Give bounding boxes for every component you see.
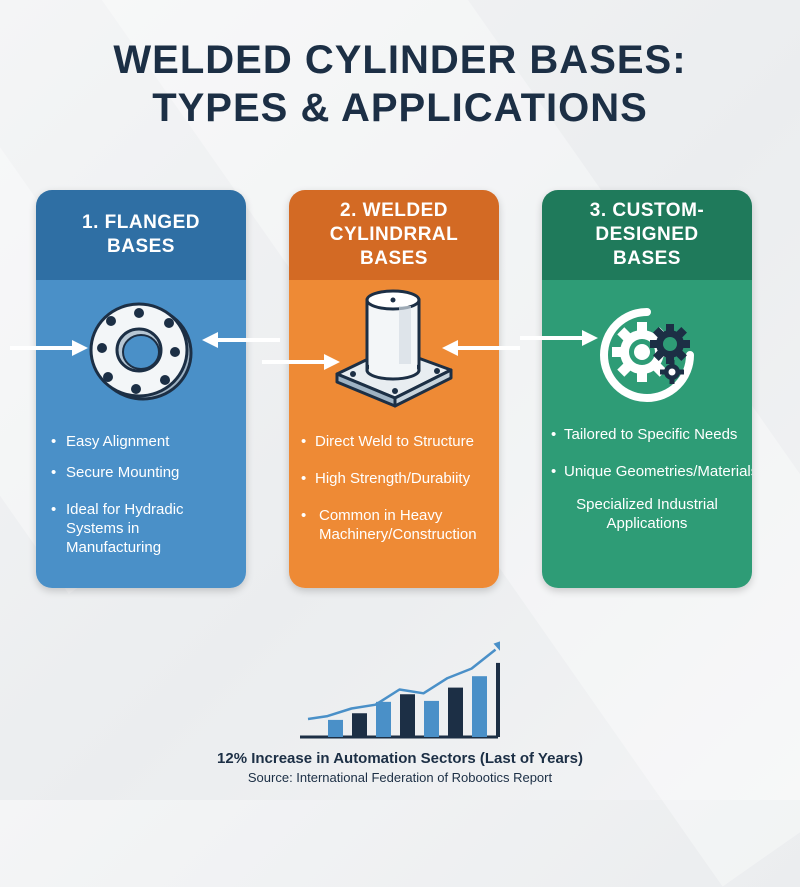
card-header: 2. WELDED CYLINDRRAL BASES xyxy=(289,190,499,280)
list-item: •High Strength/Durabiity xyxy=(301,470,471,487)
title-line-2: TYPES & APPLICATIONS xyxy=(152,86,648,130)
feature-list: •Tailored to Specific Needs •Unique Geom… xyxy=(542,425,752,493)
list-item: •Tailored to Specific Needs xyxy=(551,426,738,443)
list-item: •Easy Alignment xyxy=(51,433,170,450)
chart-title: 12% Increase in Automation Sectors (Last… xyxy=(217,750,583,767)
card-title-line: DESIGNED xyxy=(595,224,699,245)
chart-bar xyxy=(400,694,415,737)
bullet-text: Secure Mounting xyxy=(66,464,180,481)
bullet-text: Tailored to Specific Needs xyxy=(564,426,738,443)
card-title-line: CYLINDRRAL xyxy=(329,224,459,245)
feature-list: •Easy Alignment •Secure Mounting •Ideal … xyxy=(36,432,246,569)
list-item: •Direct Weld to Structure xyxy=(301,433,474,450)
card-title-line: BASES xyxy=(360,248,428,269)
gears-icon xyxy=(542,300,752,410)
chart-bar xyxy=(352,713,367,737)
arrow-left-icon xyxy=(200,330,280,350)
cylinder-on-plate-icon xyxy=(289,286,499,408)
list-item: •Common in Heavy Machinery/Construction xyxy=(301,507,477,543)
card-header: 3. CUSTOM- DESIGNED BASES xyxy=(542,190,752,280)
list-item: •Secure Mounting xyxy=(51,464,180,481)
feature-list: •Direct Weld to Structure •High Strength… xyxy=(289,432,499,556)
bullet-text: Ideal for Hydradic Systems in Manufactur… xyxy=(66,501,184,556)
arrow-right-icon xyxy=(262,352,342,372)
list-item: •Ideal for Hydradic Systems in Manufactu… xyxy=(51,501,184,556)
chart-bar xyxy=(424,700,439,737)
arrow-left-icon xyxy=(440,338,520,358)
card-header: 1. FLANGED BASES xyxy=(36,190,246,280)
bullet-text: Unique Geometries/Materials xyxy=(564,463,752,480)
chart-source: Source: International Federation of Robo… xyxy=(247,770,553,785)
list-item: •Unique Geometries/Materials xyxy=(542,462,752,481)
growth-chart xyxy=(300,615,511,746)
card-welded-cylindrical-bases: 2. WELDED CYLINDRRAL BASES xyxy=(289,190,499,588)
bar-chart xyxy=(300,639,511,739)
chart-bar xyxy=(496,662,511,737)
card-body: •Easy Alignment •Secure Mounting •Ideal … xyxy=(36,280,246,588)
card-body: •Tailored to Specific Needs •Unique Geom… xyxy=(542,280,752,588)
card-title-line: BASES xyxy=(613,248,681,269)
card-flanged-bases: 1. FLANGED BASES •Easy Alignment • xyxy=(36,190,246,588)
card-custom-designed-bases: 3. CUSTOM- DESIGNED BASES xyxy=(542,190,752,588)
chart-bar xyxy=(376,701,391,737)
arrow-right-icon xyxy=(520,328,600,348)
title-line-1: WELDED CYLINDER BASES: xyxy=(113,38,687,82)
chart-bar xyxy=(448,687,463,737)
bullet-text: Easy Alignment xyxy=(66,433,170,450)
card-note: Specialized Industrial Applications xyxy=(576,496,718,532)
arrow-right-icon xyxy=(10,338,90,358)
card-title-line: 1. FLANGED xyxy=(82,212,200,233)
chart-bar xyxy=(472,676,487,737)
flange-ring-icon xyxy=(36,296,246,406)
bullet-text: Common in Heavy Machinery/Construction xyxy=(319,507,477,543)
card-title-line: 3. CUSTOM- xyxy=(589,200,705,221)
page-title: WELDED CYLINDER BASES: TYPES & APPLICATI… xyxy=(0,36,800,132)
card-title-line: BASES xyxy=(107,236,175,257)
bullet-text: Direct Weld to Structure xyxy=(315,433,474,450)
card-title-line: 2. WELDED xyxy=(340,200,448,221)
bullet-text: High Strength/Durabiity xyxy=(315,470,471,487)
chart-bar xyxy=(328,719,343,737)
trend-line xyxy=(307,648,497,721)
card-body: •Direct Weld to Structure •High Strength… xyxy=(289,280,499,588)
